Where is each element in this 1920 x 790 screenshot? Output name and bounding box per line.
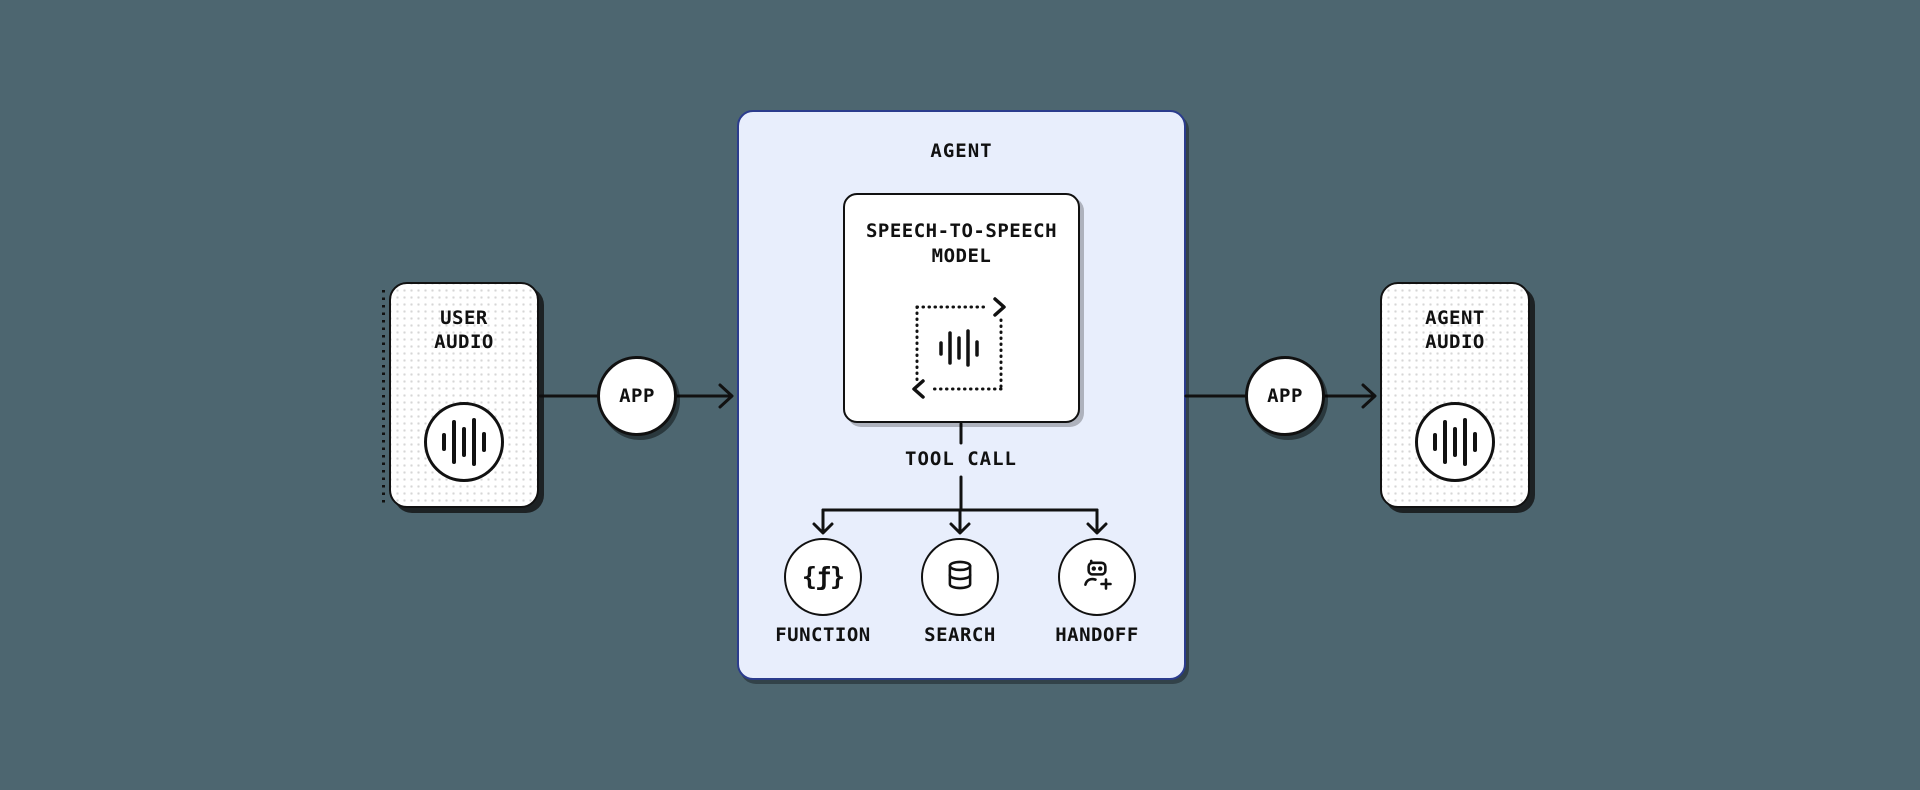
speech-to-speech-model-node: SPEECH-TO-SPEECH MODEL bbox=[843, 193, 1080, 423]
dotted-left-edge bbox=[382, 290, 385, 504]
database-icon bbox=[944, 558, 976, 596]
audio-loop-icon bbox=[909, 297, 1015, 405]
tool-node-search bbox=[921, 538, 999, 616]
waveform-icon bbox=[1415, 402, 1495, 482]
tool-call-label: TOOL CALL bbox=[905, 448, 1017, 470]
agent-audio-node: AGENT AUDIO bbox=[1380, 282, 1530, 508]
tool-label-function: FUNCTION bbox=[775, 624, 871, 646]
waveform-icon bbox=[424, 402, 504, 482]
model-title: SPEECH-TO-SPEECH MODEL bbox=[865, 220, 1058, 267]
app-out-node: APP bbox=[1245, 356, 1325, 436]
robot-plus-icon bbox=[1079, 557, 1115, 597]
agent-panel-title: AGENT bbox=[930, 140, 993, 162]
function-braces-icon: {ƒ} bbox=[801, 561, 845, 591]
app-in-label: APP bbox=[619, 385, 655, 407]
tool-node-handoff bbox=[1058, 538, 1136, 616]
user-audio-title: USER AUDIO bbox=[434, 307, 494, 353]
user-audio-node: USER AUDIO bbox=[382, 282, 539, 508]
tool-label-handoff: HANDOFF bbox=[1055, 624, 1139, 646]
agent-audio-title: AGENT AUDIO bbox=[1425, 307, 1485, 353]
tool-node-function: {ƒ} bbox=[784, 538, 862, 616]
tool-label-search: SEARCH bbox=[924, 624, 996, 646]
app-in-node: APP bbox=[597, 356, 677, 436]
app-out-label: APP bbox=[1267, 385, 1303, 407]
